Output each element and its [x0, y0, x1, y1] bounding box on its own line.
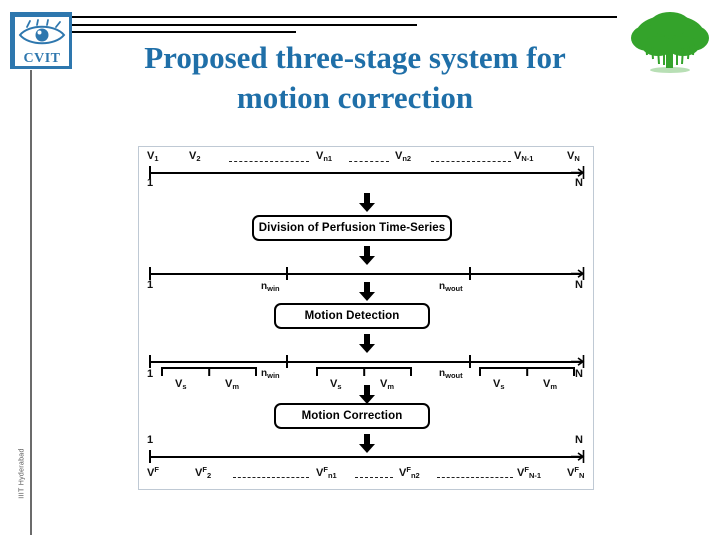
segment-bracket-1: [161, 367, 257, 376]
page-title: Proposed three-stage system for motion c…: [95, 38, 615, 117]
stage-detection-box[interactable]: Motion Detection: [274, 303, 430, 329]
header-rule-2: [72, 24, 417, 26]
axis-arrowhead-input: [571, 166, 585, 179]
cvit-logo-wordmark-band: CVIT: [15, 51, 69, 66]
label-vm-2: Vm: [380, 378, 395, 391]
dashes-2: [349, 161, 389, 162]
flow-arrow-2: [359, 246, 375, 265]
axis-left-number-windows: 1: [147, 279, 154, 291]
label-vfn2: VFn2: [399, 465, 420, 480]
dashes-out-3: [437, 477, 513, 478]
left-divider: [30, 70, 32, 535]
axis-start-cap-output: [149, 450, 151, 463]
axis-right-number-input: N: [575, 177, 583, 189]
tree-icon: [631, 12, 709, 73]
axis-right-number-segments: N: [575, 368, 583, 380]
dashes-out-2: [355, 477, 393, 478]
axis-left-number-output: 1: [147, 434, 154, 446]
label-vfn: VFN: [567, 465, 585, 480]
flow-arrow-5: [359, 385, 375, 404]
axis-arrowhead-windows: [571, 267, 585, 280]
label-vs-1: Vs: [175, 378, 187, 391]
label-vfn1: VFn1: [316, 465, 337, 480]
axis-line-output: [149, 456, 581, 458]
axis-start-cap-segments: [149, 355, 151, 368]
axis-arrowhead-output: [571, 450, 585, 463]
label-vs-2: Vs: [330, 378, 342, 391]
tick-nwout-segments: [469, 355, 471, 368]
axis-start-cap-input: [149, 166, 151, 179]
header-rule-1: [72, 16, 617, 18]
label-nwout: nwout: [439, 281, 463, 293]
flow-arrow-4: [359, 334, 375, 353]
label-nwout-segments: nwout: [439, 368, 463, 380]
tick-nwout: [469, 267, 471, 280]
axis-line-input: [149, 172, 581, 174]
label-vn1: Vn1: [316, 150, 333, 163]
axis-arrowhead-segments: [571, 355, 585, 368]
label-vn: VN: [567, 150, 580, 163]
label-vnm1: VN-1: [514, 150, 534, 163]
tick-nwin: [286, 267, 288, 280]
label-vn2: Vn2: [395, 150, 412, 163]
label-vm-1: Vm: [225, 378, 240, 391]
label-v2: V2: [189, 150, 201, 163]
axis-right-number-output: N: [575, 434, 583, 446]
flow-arrow-1: [359, 193, 375, 212]
flow-arrow-3: [359, 282, 375, 301]
axis-left-number-input: 1: [147, 177, 154, 189]
stage-division-box[interactable]: Division of Perfusion Time-Series: [252, 215, 452, 241]
dashes-1: [229, 161, 309, 162]
diagram-frame: V1 V2 Vn1 Vn2 VN-1 VN 1 N Division of Pe…: [138, 146, 594, 490]
axis-start-cap-windows: [149, 267, 151, 280]
cvit-logo: CVIT: [10, 12, 72, 69]
header-rule-3: [72, 31, 296, 33]
label-vs-3: Vs: [493, 378, 505, 391]
stage-correction-box[interactable]: Motion Correction: [274, 403, 430, 429]
segment-bracket-2: [316, 367, 412, 376]
flow-arrow-6: [359, 434, 375, 453]
label-vf1: VF: [147, 465, 159, 479]
tick-nwin-segments: [286, 355, 288, 368]
segment-bracket-3: [479, 367, 575, 376]
label-nwin-segments: nwin: [261, 368, 280, 380]
axis-right-number-windows: N: [575, 279, 583, 291]
cvit-logo-eye-panel: [15, 17, 69, 51]
axis-left-number-segments: 1: [147, 368, 154, 380]
dashes-3: [431, 161, 511, 162]
label-nwin: nwin: [261, 281, 280, 293]
label-vf2: VF2: [195, 465, 212, 480]
page-title-line-2: motion correction: [236, 79, 474, 115]
label-v1: V1: [147, 150, 159, 163]
eye-icon: [18, 19, 66, 45]
axis-line-segments: [149, 361, 581, 363]
page-title-line-1: Proposed three-stage system for: [144, 40, 566, 75]
label-vm-3: Vm: [543, 378, 558, 391]
label-vfnm1: VFN-1: [517, 465, 542, 480]
footer-vertical-label: IIIT Hyderabad: [18, 448, 26, 499]
dashes-out-1: [233, 477, 309, 478]
cvit-logo-wordmark: CVIT: [23, 50, 61, 66]
axis-line-windows: [149, 273, 581, 275]
